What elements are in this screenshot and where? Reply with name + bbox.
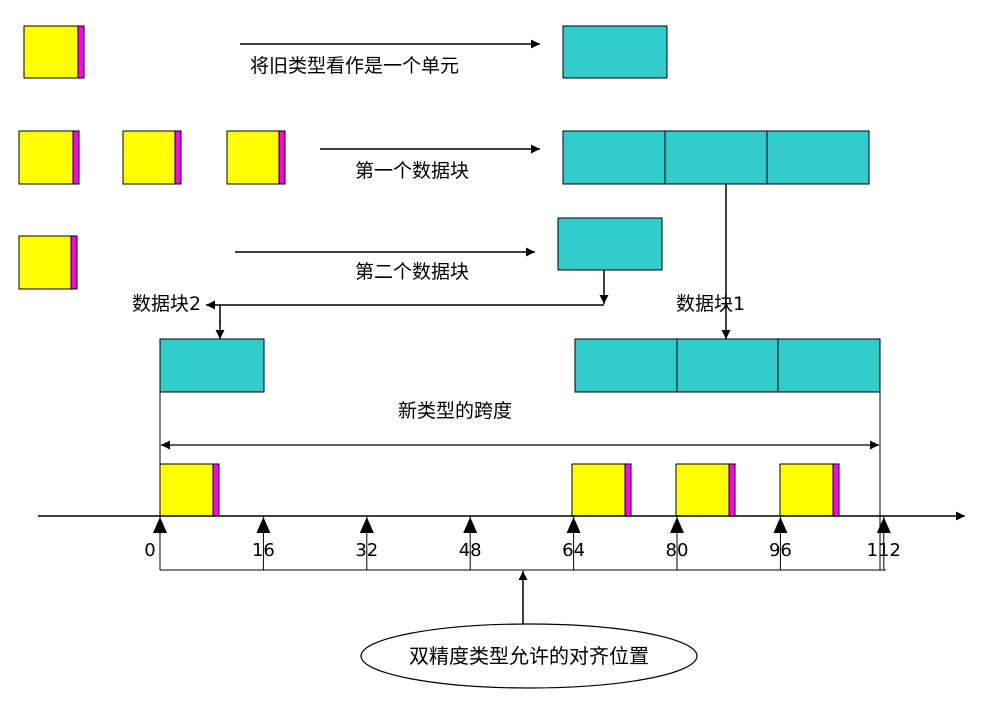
axis-old-unit-marker <box>624 463 632 517</box>
tick-arrow <box>153 517 167 533</box>
tick-arrow <box>670 517 684 533</box>
axis-old-unit <box>779 463 834 517</box>
old-type-unit-marker <box>72 130 80 185</box>
placed-block1 <box>574 338 881 393</box>
first-block-cell <box>766 130 870 185</box>
placed-block1-cell <box>777 338 881 393</box>
old-type-unit <box>23 25 79 79</box>
axis-old-unit <box>571 463 626 517</box>
tick-arrow <box>566 517 581 533</box>
row-second-block: 第二个数据块 <box>18 217 663 290</box>
placed-block1-cell <box>676 338 779 393</box>
old-type-unit <box>18 130 74 185</box>
tick-arrow <box>359 517 374 533</box>
tick-label: 16 <box>252 540 275 561</box>
axis-old-unit-marker <box>728 463 736 517</box>
unit-block <box>562 25 668 79</box>
old-type-unit-marker <box>70 235 78 290</box>
row-single-unit: 将旧类型看作是一个单元 <box>23 25 668 79</box>
row-first-block: 第一个数据块 <box>18 130 870 185</box>
tick-arrow <box>463 517 478 533</box>
label-block2: 数据块2 <box>132 293 201 315</box>
old-type-unit <box>226 130 280 185</box>
placed-block1-cell <box>574 338 678 393</box>
axis-old-unit-marker <box>212 463 220 517</box>
tick-arrow <box>876 517 891 533</box>
old-type-unit <box>18 235 72 290</box>
label-treat-as-unit: 将旧类型看作是一个单元 <box>250 55 459 77</box>
placement-connectors <box>206 184 731 339</box>
first-block-cell <box>562 130 666 185</box>
old-type-unit-marker <box>278 130 286 185</box>
axis-old-unit <box>159 463 214 517</box>
tick-label: 48 <box>459 540 482 561</box>
old-type-unit-marker <box>174 130 182 185</box>
label-first-block: 第一个数据块 <box>355 160 469 182</box>
second-block <box>557 217 663 271</box>
alignment-note-oval <box>360 623 698 689</box>
label-new-type-extent: 新类型的跨度 <box>398 400 512 422</box>
placed-block2 <box>159 338 265 393</box>
label-second-block: 第二个数据块 <box>355 261 469 283</box>
axis-old-unit <box>675 463 730 517</box>
tick-label: 80 <box>666 540 689 561</box>
axis-units <box>159 463 840 517</box>
tick-label: 64 <box>562 540 585 561</box>
tick-label: 32 <box>355 540 378 561</box>
old-type-unit-marker <box>77 25 85 79</box>
old-type-unit <box>122 130 176 185</box>
tick-label: 112 <box>867 540 901 561</box>
label-block1: 数据块1 <box>676 293 745 315</box>
tick-arrow <box>256 517 271 533</box>
tick-label: 96 <box>769 540 792 561</box>
axis-old-unit-marker <box>832 463 840 517</box>
tick-label: 0 <box>144 540 155 561</box>
tick-arrow <box>773 517 788 533</box>
label-alignment-note: 双精度类型允许的对齐位置 <box>409 644 649 668</box>
first-block-cell <box>664 130 768 185</box>
axis-ticks: 0 16 32 48 64 80 96 112 <box>144 516 901 570</box>
